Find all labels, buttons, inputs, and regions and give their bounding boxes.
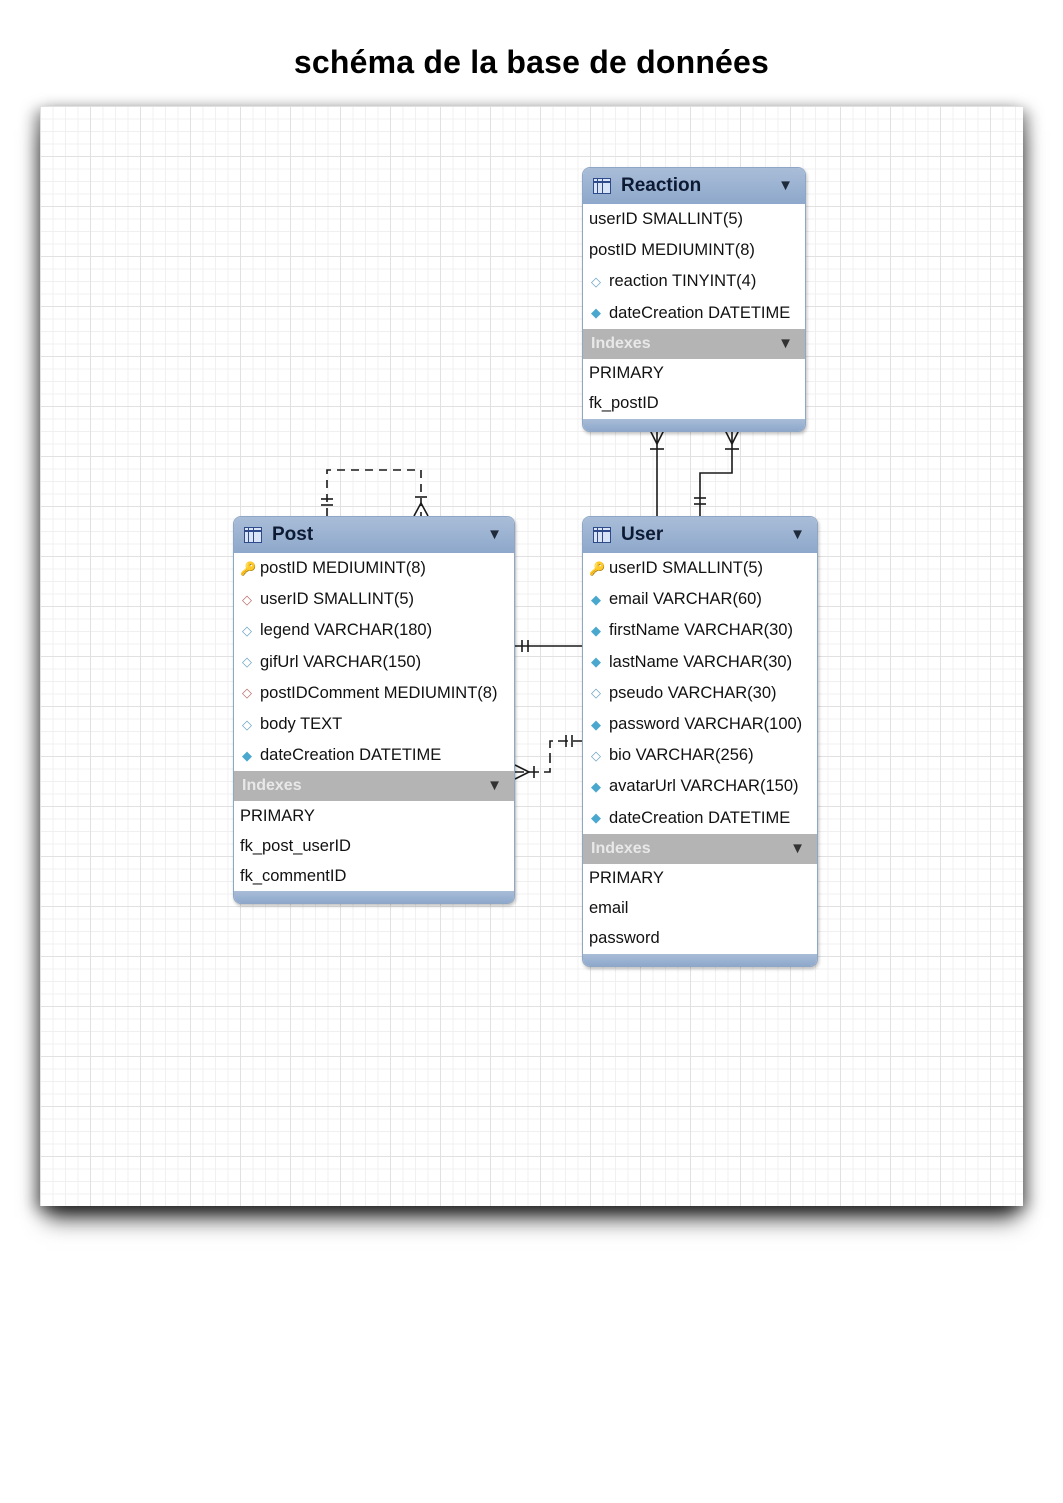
- index-row[interactable]: fk_commentID: [240, 866, 347, 885]
- column-row[interactable]: postID MEDIUMINT(8): [583, 235, 805, 266]
- collapse-arrow-icon[interactable]: ▼: [487, 777, 502, 795]
- index-row[interactable]: password: [589, 929, 660, 948]
- column-label: firstName VARCHAR(30): [609, 621, 793, 640]
- column-filled-diamond-icon: ◆: [591, 778, 601, 794]
- column-row[interactable]: ◇ bio VARCHAR(256): [583, 740, 817, 771]
- column-label: postID MEDIUMINT(8): [260, 559, 426, 578]
- column-row[interactable]: ◇ postIDComment MEDIUMINT(8): [234, 678, 514, 709]
- indexes-label: Indexes: [591, 334, 651, 352]
- indexes-label: Indexes: [242, 777, 302, 795]
- table-name: Reaction: [621, 175, 702, 196]
- page-title: schéma de la base de données: [293, 44, 770, 80]
- table-icon: [593, 178, 611, 194]
- column-filled-diamond-icon: ◆: [591, 591, 601, 607]
- column-row[interactable]: 🔑userID SMALLINT(5): [583, 553, 817, 584]
- column-label: userID SMALLINT(5): [609, 559, 764, 578]
- table-footer: [583, 418, 805, 431]
- column-label: dateCreation DATETIME: [260, 746, 442, 765]
- column-row[interactable]: 🔑postID MEDIUMINT(8): [234, 553, 514, 584]
- column-diamond-icon: ◇: [242, 654, 252, 670]
- primary-key-icon: 🔑: [589, 560, 606, 576]
- indexes-header[interactable]: Indexes ▼: [234, 771, 514, 802]
- primary-key-icon: 🔑: [240, 560, 257, 576]
- column-row[interactable]: ◆ dateCreation DATETIME: [583, 803, 817, 834]
- collapse-arrow-icon[interactable]: ▼: [778, 177, 793, 194]
- column-label: userID SMALLINT(5): [260, 590, 415, 609]
- column-label: password VARCHAR(100): [609, 715, 803, 734]
- column-label: body TEXT: [260, 715, 343, 734]
- table-icon: [593, 527, 611, 543]
- table-name: Post: [272, 524, 314, 545]
- indexes-header[interactable]: Indexes ▼: [583, 833, 817, 864]
- column-filled-diamond-icon: ◆: [591, 654, 601, 670]
- index-row[interactable]: PRIMARY: [240, 806, 315, 825]
- column-label: userID SMALLINT(5): [589, 210, 744, 229]
- indexes-header[interactable]: Indexes ▼: [583, 328, 805, 359]
- foreign-key-diamond-icon: ◇: [242, 591, 252, 607]
- index-row[interactable]: PRIMARY: [589, 869, 664, 888]
- index-row[interactable]: PRIMARY: [589, 364, 664, 383]
- indexes-label: Indexes: [591, 839, 651, 857]
- column-label: pseudo VARCHAR(30): [609, 683, 777, 702]
- column-row[interactable]: ◇ legend VARCHAR(180): [234, 615, 514, 646]
- column-row[interactable]: ◇ reaction TINYINT(4): [583, 266, 805, 297]
- column-row[interactable]: ◆ dateCreation DATETIME: [234, 740, 514, 771]
- column-label: postIDComment MEDIUMINT(8): [260, 683, 498, 702]
- column-row[interactable]: ◇ body TEXT: [234, 709, 514, 740]
- column-row[interactable]: userID SMALLINT(5): [583, 204, 805, 235]
- column-filled-diamond-icon: ◆: [591, 716, 601, 732]
- collapse-arrow-icon[interactable]: ▼: [778, 334, 793, 352]
- collapse-arrow-icon[interactable]: ▼: [487, 526, 502, 543]
- column-label: email VARCHAR(60): [609, 590, 762, 609]
- column-row[interactable]: ◇ gifUrl VARCHAR(150): [234, 647, 514, 678]
- column-diamond-icon: ◇: [591, 685, 601, 701]
- column-label: legend VARCHAR(180): [260, 621, 433, 640]
- column-label: avatarUrl VARCHAR(150): [609, 777, 799, 796]
- column-label: lastName VARCHAR(30): [609, 652, 793, 671]
- column-label: postID MEDIUMINT(8): [589, 241, 755, 260]
- post-table-header[interactable]: Post ▼: [234, 517, 514, 553]
- column-row[interactable]: ◆ avatarUrl VARCHAR(150): [583, 771, 817, 802]
- column-label: gifUrl VARCHAR(150): [260, 652, 422, 671]
- column-row[interactable]: ◆ firstName VARCHAR(30): [583, 615, 817, 646]
- reaction-table-header[interactable]: Reaction ▼: [583, 168, 805, 204]
- table-footer: [234, 891, 514, 904]
- column-filled-diamond-icon: ◆: [591, 305, 601, 321]
- table-footer: [583, 953, 817, 966]
- column-row[interactable]: ◆ password VARCHAR(100): [583, 709, 817, 740]
- column-diamond-icon: ◇: [591, 273, 601, 289]
- column-row[interactable]: ◇ userID SMALLINT(5): [234, 584, 514, 615]
- column-label: reaction TINYINT(4): [609, 272, 757, 291]
- diagram-canvas: [40, 106, 1023, 1206]
- column-filled-diamond-icon: ◆: [242, 747, 252, 763]
- index-row[interactable]: email: [589, 899, 629, 918]
- user-table-header[interactable]: User ▼: [583, 517, 817, 553]
- column-row[interactable]: ◆ email VARCHAR(60): [583, 584, 817, 615]
- column-filled-diamond-icon: ◆: [591, 622, 601, 638]
- index-row[interactable]: fk_post_userID: [240, 836, 351, 855]
- foreign-key-diamond-icon: ◇: [242, 685, 252, 701]
- column-row[interactable]: ◆ lastName VARCHAR(30): [583, 647, 817, 678]
- column-label: bio VARCHAR(256): [609, 746, 754, 765]
- post-table[interactable]: Post ▼ 🔑postID MEDIUMINT(8) ◇ userID SMAL…: [233, 516, 515, 905]
- collapse-arrow-icon[interactable]: ▼: [790, 526, 805, 543]
- column-filled-diamond-icon: ◆: [591, 810, 601, 826]
- column-diamond-icon: ◇: [242, 622, 252, 638]
- table-icon: [244, 527, 262, 543]
- column-label: dateCreation DATETIME: [609, 808, 791, 827]
- column-row[interactable]: ◆ dateCreation DATETIME: [583, 298, 805, 329]
- column-row[interactable]: ◇ pseudo VARCHAR(30): [583, 678, 817, 709]
- reaction-table[interactable]: Reaction ▼ userID SMALLINT(5) postID MED…: [582, 167, 806, 432]
- column-diamond-icon: ◇: [591, 747, 601, 763]
- table-name: User: [621, 524, 664, 545]
- index-row[interactable]: fk_postID: [589, 394, 659, 413]
- column-label: dateCreation DATETIME: [609, 303, 791, 322]
- column-diamond-icon: ◇: [242, 716, 252, 732]
- collapse-arrow-icon[interactable]: ▼: [790, 839, 805, 857]
- user-table[interactable]: User ▼ 🔑userID SMALLINT(5) ◆ email VARCHA…: [582, 516, 818, 967]
